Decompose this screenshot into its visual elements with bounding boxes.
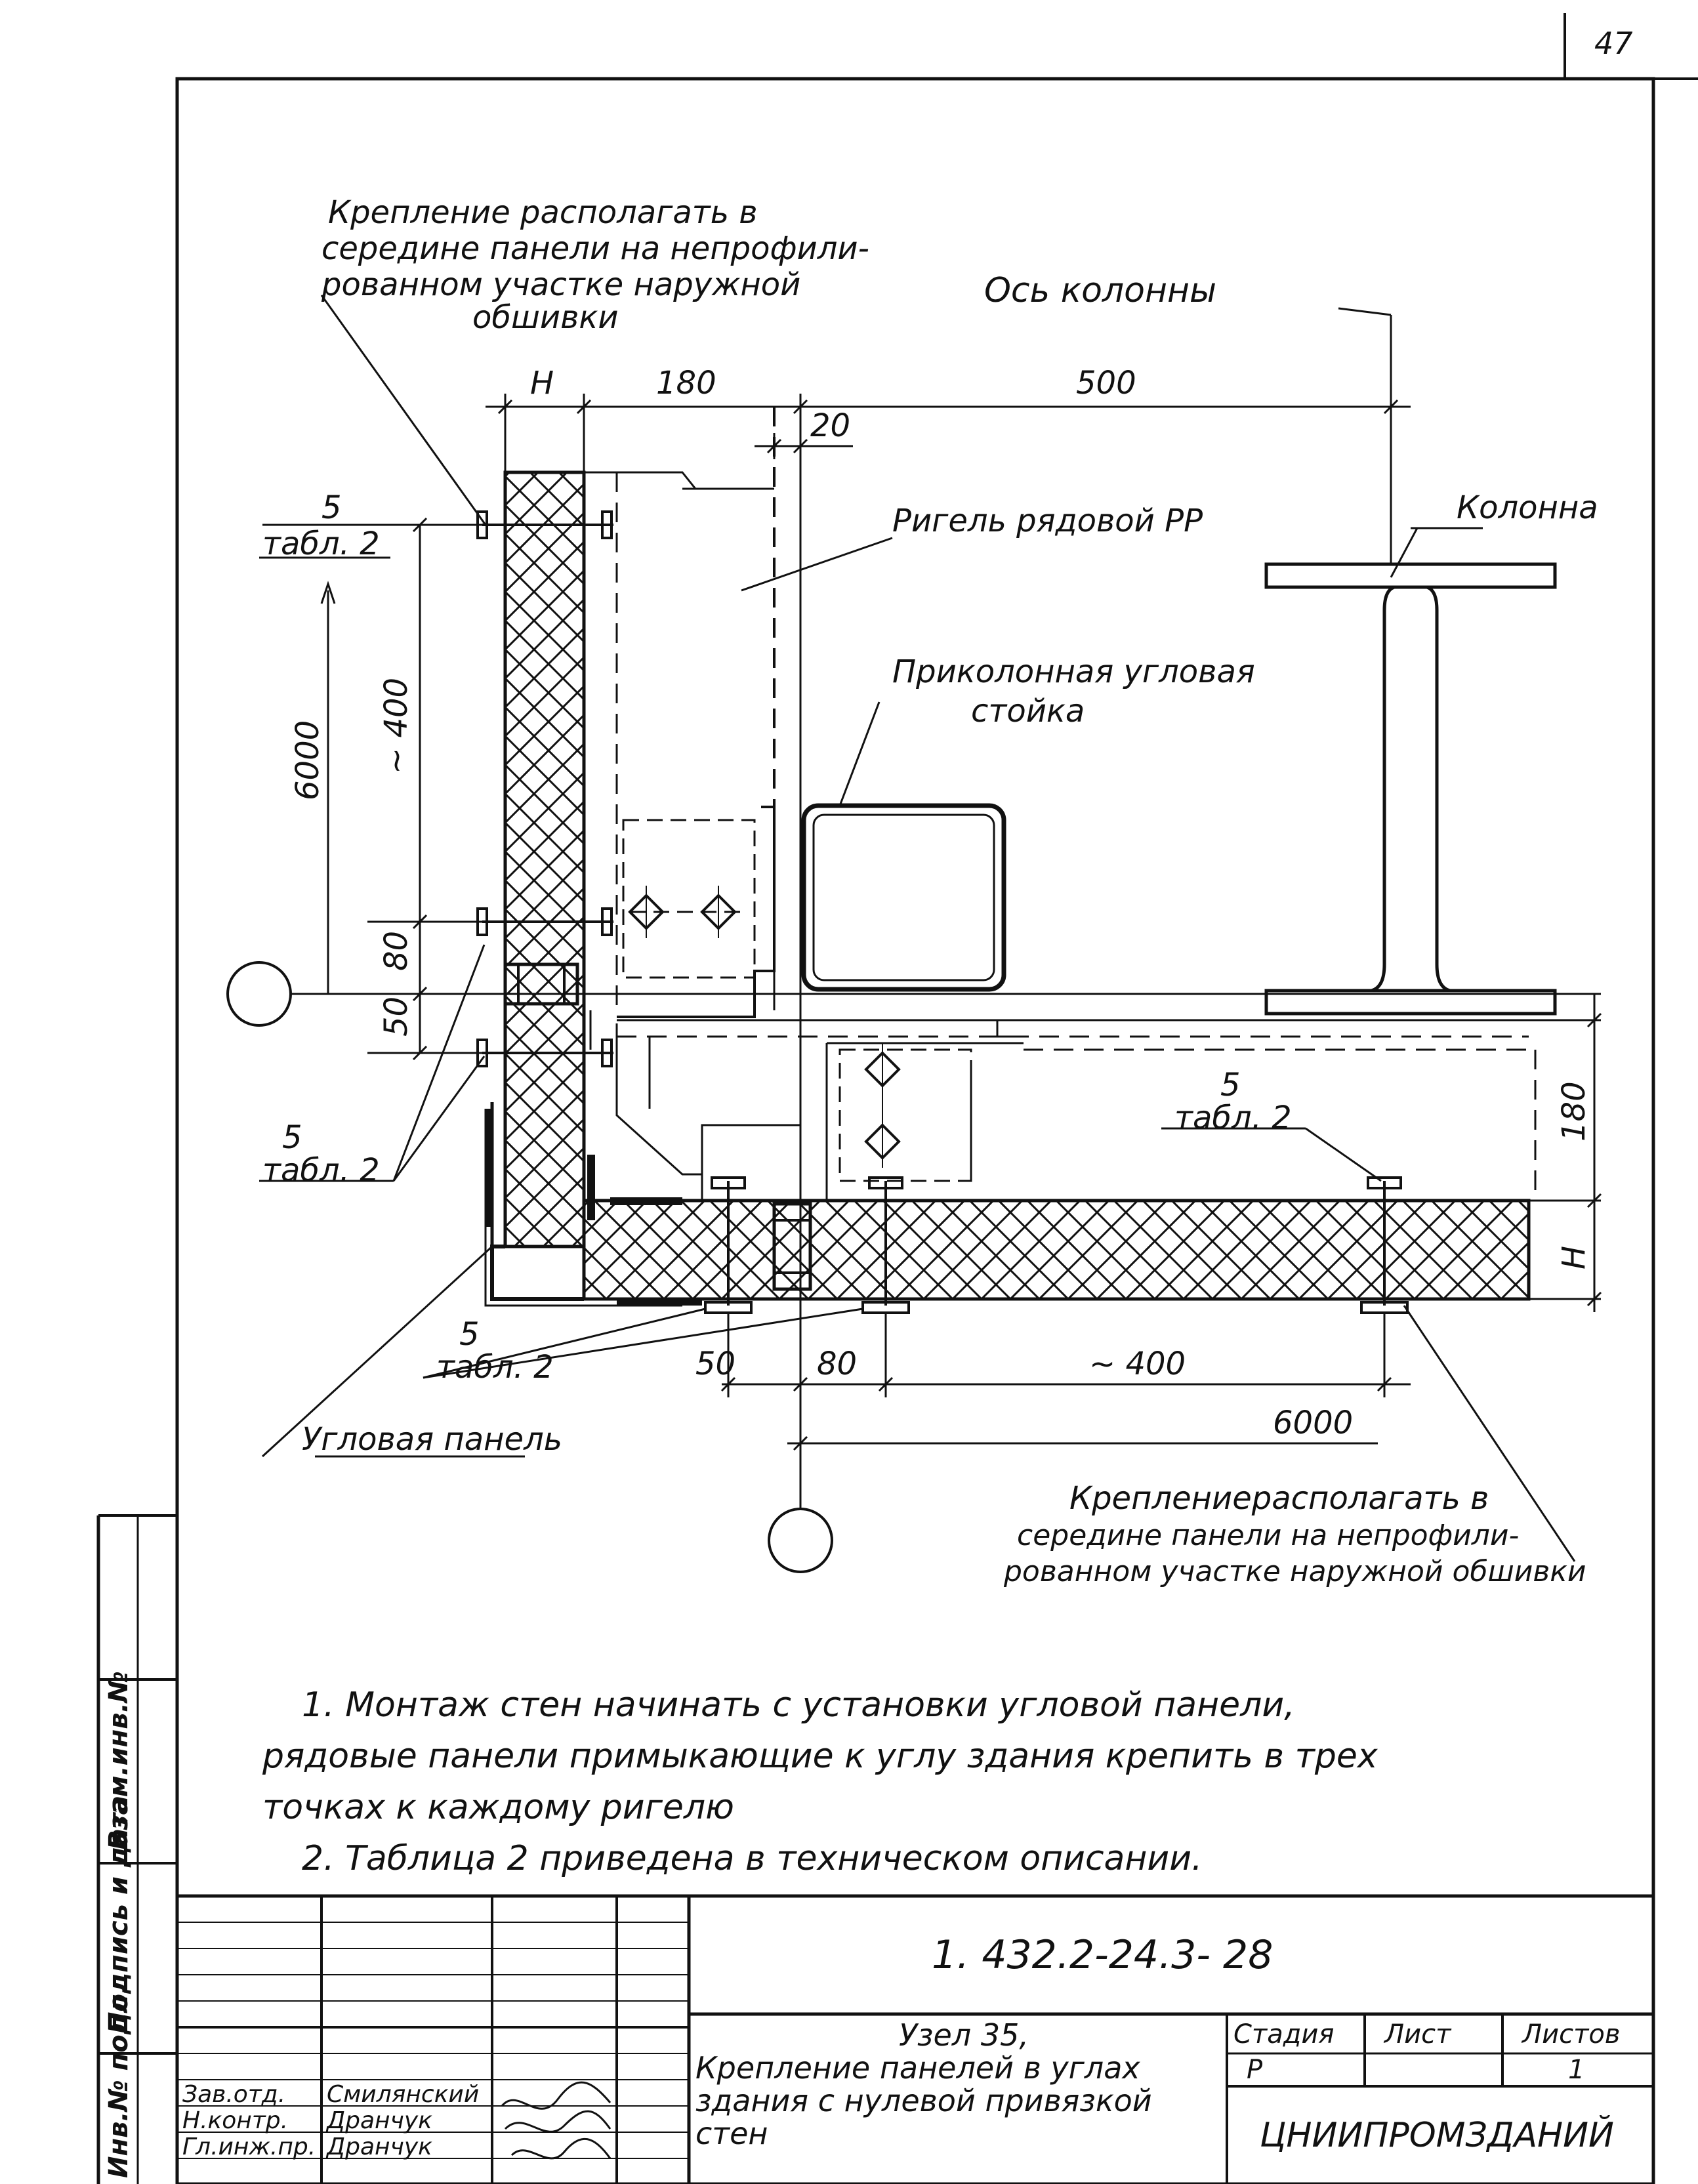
drawing-frame	[175, 77, 1655, 2184]
ref-number-1: 5	[321, 489, 342, 526]
column-flange-bottom	[1264, 989, 1557, 1016]
note-bottom-line-1: Креплениерасполагать в	[1069, 1480, 1489, 1517]
column-axis-label: Ось колонны	[984, 271, 1216, 310]
page-number: 47	[1594, 26, 1633, 61]
horizontal-wall-panel	[582, 1199, 1531, 1301]
general-notes: 1. Монтаж стен начинать с установки угло…	[262, 1679, 1607, 1884]
column-label: Колонна	[1457, 489, 1598, 526]
tb-name-3: Дранчук	[327, 2133, 432, 2160]
note-top-line-2: середине панели на непрофили-	[321, 230, 869, 267]
organization: ЦНИИПРОМЗДАНИЙ	[1260, 2116, 1614, 2155]
ref-table-3: табл. 2	[1174, 1100, 1292, 1136]
ref-table-4: табл. 2	[436, 1349, 554, 1386]
stage-value: Р	[1247, 2055, 1263, 2085]
axis-marker-left	[226, 961, 292, 1027]
dim-h-top: Н	[530, 365, 554, 402]
tb-role-1: Зав.отд.	[182, 2081, 286, 2108]
tb-role-3: Гл.инж.пр.	[182, 2133, 316, 2160]
title-line-4: стен	[695, 2116, 768, 2151]
girder-label: Ригель рядовой РР	[892, 503, 1203, 539]
tb-name-1: Смилянский	[327, 2081, 480, 2108]
dim-h-right: Н	[1556, 1246, 1592, 1269]
dim-20: 20	[810, 407, 850, 444]
corner-post-label-2: стойка	[971, 693, 1085, 730]
tb-role-2: Н.контр.	[182, 2107, 289, 2134]
dim-50-left: 50	[378, 997, 415, 1037]
ref-table-2: табл. 2	[262, 1152, 380, 1189]
designation: 1. 432.2-24.3- 28	[932, 1932, 1274, 1978]
dim-500: 500	[1076, 365, 1136, 402]
signatures	[501, 2081, 611, 2160]
axis-marker-bottom	[768, 1508, 833, 1573]
title-line-2: Крепление панелей в углах	[695, 2050, 1140, 2086]
note-line-4: 2. Таблица 2 приведена в техническом опи…	[302, 1839, 1203, 1878]
title-line-3: здания с нулевой привязкой	[695, 2083, 1152, 2118]
dim-180-right: 180	[1556, 1081, 1592, 1142]
note-top-line-1: Крепление располагать в	[328, 194, 758, 231]
note-line-1: 1. Монтаж стен начинать с установки угло…	[302, 1685, 1295, 1725]
note-line-2: рядовые панели примыкающие к углу здания…	[262, 1737, 1378, 1776]
title-line-1: Узел 35,	[899, 2017, 1029, 2053]
column-flange-top	[1264, 562, 1557, 589]
sheets-value: 1	[1568, 2055, 1585, 2085]
dim-400-bottom: ~ 400	[1089, 1346, 1186, 1382]
dim-6000-bottom: 6000	[1273, 1405, 1353, 1441]
stage-header: Стадия	[1233, 2019, 1335, 2050]
note-top-line-4: обшивки	[472, 299, 619, 336]
tb-name-2: Дранчук	[327, 2107, 432, 2134]
ref-number-2: 5	[282, 1119, 302, 1156]
corner-panel-label: Угловая панель	[302, 1421, 562, 1458]
dim-180-top: 180	[656, 365, 716, 402]
note-line-3: точках к каждому ригелю	[262, 1788, 734, 1827]
dim-400-left: ~ 400	[378, 678, 415, 774]
note-top-line-3: рованном участке наружной	[321, 266, 800, 303]
corner-post-tube	[801, 803, 1006, 992]
side-stamp-replace: Взам.инв.№	[104, 1671, 134, 1850]
corner-post-label-1: Приколонная угловая	[892, 653, 1255, 690]
ref-number-4: 5	[459, 1316, 480, 1353]
sheets-header: Листов	[1522, 2019, 1621, 2050]
vertical-wall-panel	[503, 470, 586, 1248]
ref-number-3: 5	[1220, 1067, 1241, 1103]
dim-80-bottom: 80	[817, 1346, 857, 1382]
dim-80-left: 80	[378, 931, 415, 971]
dim-50-bottom: 50	[695, 1346, 735, 1382]
note-bottom-line-3: рованном участке наружной обшивки	[1003, 1555, 1586, 1588]
dim-6000-left: 6000	[289, 720, 326, 800]
sheet-header: Лист	[1384, 2019, 1451, 2050]
note-bottom-line-2: середине панели на непрофили-	[1017, 1519, 1519, 1552]
ref-table-1: табл. 2	[262, 525, 380, 562]
